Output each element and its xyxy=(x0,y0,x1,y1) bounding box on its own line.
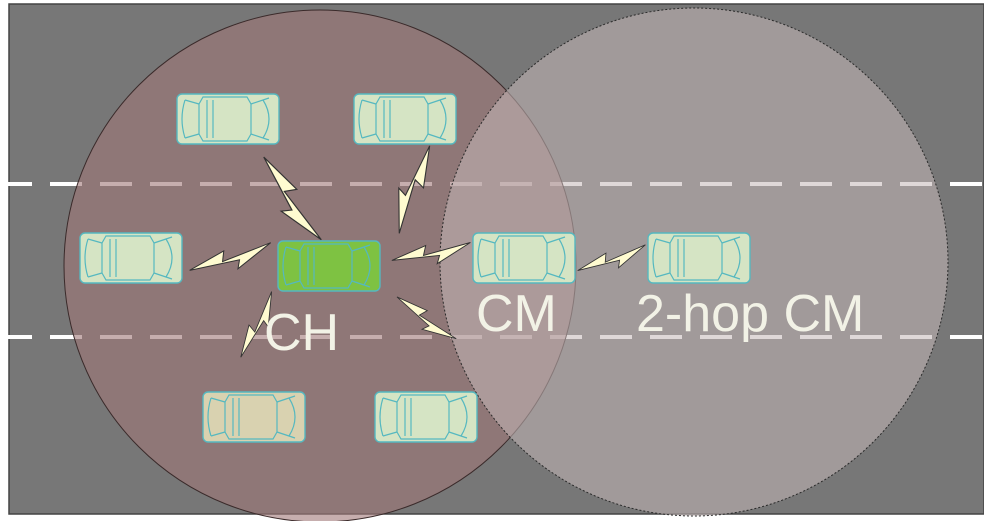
vehicle-top-left xyxy=(176,93,280,145)
label-cluster-head: CH xyxy=(264,304,339,362)
vehicle-left xyxy=(79,232,183,284)
label-cluster-member: CM xyxy=(476,285,557,343)
vehicle-bottom-left xyxy=(202,391,306,443)
vehicle-top-right xyxy=(353,93,457,145)
vehicle-two-hop-member xyxy=(647,232,751,284)
vehicle-cluster-member xyxy=(472,232,576,284)
vehicle-cluster-head xyxy=(277,240,381,292)
label-two-hop-cluster-member: 2-hop CM xyxy=(636,285,864,343)
vehicle-bottom-right xyxy=(374,391,478,443)
